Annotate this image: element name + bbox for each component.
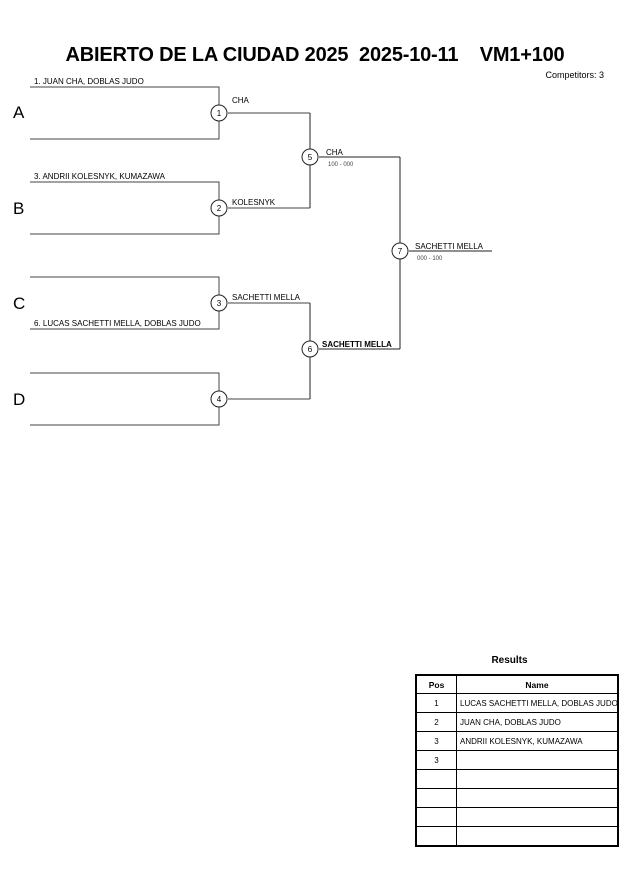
result-pos: 3	[415, 731, 457, 751]
match-winner-1: CHA	[232, 96, 250, 105]
match-number-4: 4	[217, 395, 222, 404]
match-score-5: 100 - 000	[328, 162, 354, 168]
result-pos	[415, 826, 457, 847]
result-name	[456, 769, 619, 789]
table-row: 2 JUAN CHA, DOBLAS JUDO	[415, 712, 619, 732]
result-name	[456, 750, 619, 770]
entrant-c-bottom: 6. LUCAS SACHETTI MELLA, DOBLAS JUDO	[34, 319, 201, 328]
result-name: JUAN CHA, DOBLAS JUDO	[456, 712, 619, 732]
group-label-c: C	[13, 294, 25, 313]
match-number-5: 5	[308, 153, 313, 162]
results-col-name: Name	[456, 674, 619, 694]
results-title: Results	[491, 655, 528, 666]
match-node-4[interactable]	[210, 390, 228, 408]
results-table: Pos Name 1 LUCAS SACHETTI MELLA, DOBLAS …	[415, 674, 619, 847]
match-winner-6: SACHETTI MELLA	[322, 340, 392, 349]
match-node-2[interactable]	[210, 199, 228, 217]
result-pos	[415, 769, 457, 789]
result-pos: 2	[415, 712, 457, 732]
group-label-a: A	[13, 103, 25, 122]
page-title: ABIERTO DE LA CIUDAD 2025 2025-10-11 VM1…	[65, 44, 565, 66]
result-pos: 3	[415, 750, 457, 770]
entrant-b-top: 3. ANDRII KOLESNYK, KUMAZAWA	[34, 172, 166, 181]
match-number-6: 6	[308, 345, 313, 354]
result-name	[456, 826, 619, 847]
table-row: 3 ANDRII KOLESNYK, KUMAZAWA	[415, 731, 619, 751]
match-node-7[interactable]	[391, 242, 409, 260]
table-row	[415, 769, 619, 789]
match-winner-7: SACHETTI MELLA	[415, 242, 484, 251]
result-name	[456, 807, 619, 827]
match-node-3[interactable]	[210, 294, 228, 312]
match-node-5[interactable]	[301, 148, 319, 166]
match-node-1[interactable]	[210, 104, 228, 122]
results-header-row: Pos Name	[415, 674, 619, 694]
match-number-2: 2	[217, 204, 222, 213]
result-pos	[415, 788, 457, 808]
match-score-7: 000 - 100	[417, 256, 443, 262]
match-number-3: 3	[217, 299, 222, 308]
entrant-a-top: 1. JUAN CHA, DOBLAS JUDO	[34, 77, 144, 86]
results-col-pos: Pos	[415, 674, 457, 694]
match-winner-2: KOLESNYK	[232, 198, 276, 207]
competitors-count: Competitors: 3	[545, 70, 604, 80]
match-number-1: 1	[217, 109, 222, 118]
table-row	[415, 788, 619, 808]
tournament-bracket: A 1. JUAN CHA, DOBLAS JUDO 1 CHA B 3. AN…	[13, 77, 492, 426]
result-name: ANDRII KOLESNYK, KUMAZAWA	[456, 731, 619, 751]
result-name: LUCAS SACHETTI MELLA, DOBLAS JUDO	[456, 693, 619, 713]
match-winner-3: SACHETTI MELLA	[232, 293, 301, 302]
group-label-b: B	[13, 199, 24, 218]
result-pos	[415, 807, 457, 827]
table-row: 1 LUCAS SACHETTI MELLA, DOBLAS JUDO	[415, 693, 619, 713]
table-row	[415, 826, 619, 847]
match-node-6[interactable]	[301, 340, 319, 358]
table-row: 3	[415, 750, 619, 770]
match-winner-5: CHA	[326, 148, 344, 157]
result-pos: 1	[415, 693, 457, 713]
table-row	[415, 807, 619, 827]
match-number-7: 7	[398, 247, 403, 256]
group-label-d: D	[13, 390, 25, 409]
result-name	[456, 788, 619, 808]
